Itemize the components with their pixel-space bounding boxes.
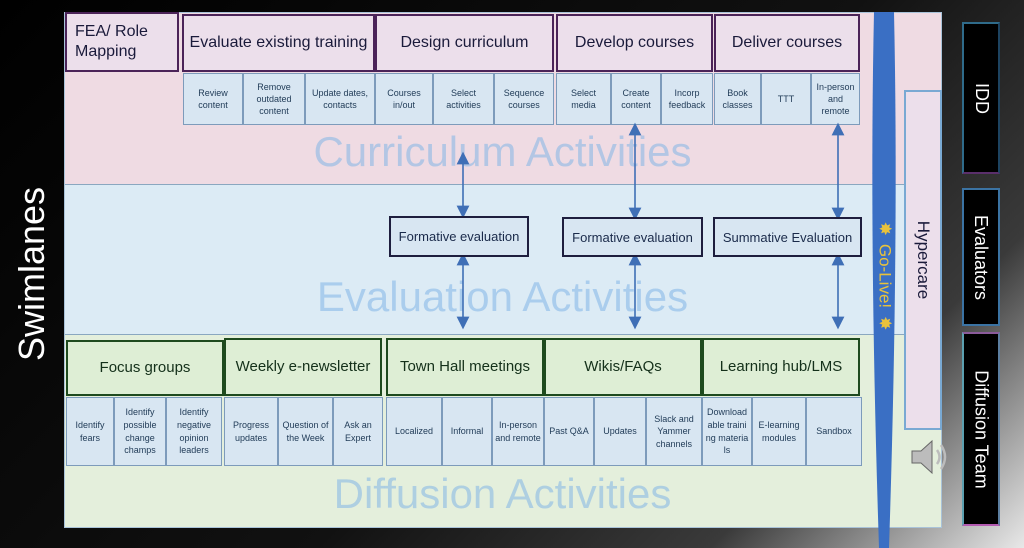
- task-identify-fears: Identify fears: [66, 397, 114, 466]
- team-evaluators: Evaluators: [962, 188, 1000, 326]
- phase-design-curriculum: Design curriculum: [375, 14, 554, 72]
- channel-town-hall-meetings: Town Hall meetings: [386, 338, 544, 396]
- task-downloadable-training-materials: Downloadable training materials: [702, 397, 752, 466]
- diffusion-lane-label: Diffusion Activities: [333, 470, 672, 517]
- hypercare-box: Hypercare: [904, 90, 942, 430]
- task-ask-an-expert: Ask an Expert: [333, 397, 383, 466]
- task-updates: Updates: [594, 397, 646, 466]
- task-review-content: Review content: [183, 73, 243, 125]
- evaluation-lane-label: Evaluation Activities: [316, 273, 689, 320]
- phase-deliver-courses: Deliver courses: [714, 14, 860, 72]
- channel-wikis-faqs: Wikis/FAQs: [544, 338, 702, 396]
- task-identify-change-champs: Identify possible change champs: [114, 397, 166, 466]
- task-create-content: Create content: [611, 73, 661, 125]
- formative-evaluation-2: Formative evaluation: [562, 217, 703, 257]
- slide-title: Swimlanes: [11, 186, 52, 362]
- task-sequence-courses: Sequence courses: [494, 73, 554, 125]
- task-in-person-and-remote: In-person and remote: [492, 397, 544, 466]
- go-live-label: Go-Live!: [875, 243, 894, 309]
- hypercare-label: Hypercare: [914, 220, 934, 300]
- task-incorp-feedback: Incorp feedback: [661, 73, 713, 125]
- channel-focus-groups: Focus groups: [66, 340, 224, 396]
- go-live-band: [872, 12, 896, 548]
- team-diffusion-label: Diffusion Team: [971, 369, 992, 489]
- task-courses-in-out: Courses in/out: [375, 73, 433, 125]
- team-diffusion: Diffusion Team: [962, 332, 1000, 526]
- task-select-media: Select media: [556, 73, 611, 125]
- task-select-activities: Select activities: [433, 73, 494, 125]
- lane-divider: [64, 334, 942, 335]
- team-evaluators-label: Evaluators: [971, 214, 992, 300]
- task-ttt: TTT: [761, 73, 811, 125]
- curriculum-lane-label: Curriculum Activities: [313, 128, 692, 175]
- speaker-icon[interactable]: [908, 436, 954, 478]
- task-past-qa: Past Q&A: [544, 397, 594, 466]
- task-book-classes: Book classes: [714, 73, 761, 125]
- lane-divider: [64, 184, 942, 185]
- evaluation-lane: [64, 184, 942, 334]
- phase-develop-courses: Develop courses: [556, 14, 713, 72]
- task-e-learning-modules: E-learning modules: [752, 397, 806, 466]
- team-idd-label: IDD: [971, 82, 992, 114]
- task-in-person-and-remote: In-person and remote: [811, 73, 860, 125]
- phase-evaluate-existing-training: Evaluate existing training: [182, 14, 375, 72]
- task-identify-negative-opinion-leaders: Identify negative opinion leaders: [166, 397, 222, 466]
- task-slack-and-yammer-channels: Slack and Yammer channels: [646, 397, 702, 466]
- starburst-icon: ✸: [875, 221, 894, 236]
- task-localized: Localized: [386, 397, 442, 466]
- task-update-dates-contacts: Update dates, contacts: [305, 73, 375, 125]
- task-question-of-the-week: Question of the Week: [278, 397, 333, 466]
- task-informal: Informal: [442, 397, 492, 466]
- task-progress-updates: Progress updates: [224, 397, 278, 466]
- channel-learning-hub-lms: Learning hub/LMS: [702, 338, 860, 396]
- summative-evaluation: Summative Evaluation: [713, 217, 862, 257]
- phase-fea-role-mapping: FEA/ Role Mapping: [65, 12, 179, 72]
- task-sandbox: Sandbox: [806, 397, 862, 466]
- channel-weekly-e-newsletter: Weekly e-newsletter: [224, 338, 382, 396]
- starburst-icon: ✸: [875, 316, 894, 331]
- formative-evaluation-1: Formative evaluation: [389, 216, 529, 257]
- team-idd: IDD: [962, 22, 1000, 174]
- task-remove-outdated-content: Remove outdated content: [243, 73, 305, 125]
